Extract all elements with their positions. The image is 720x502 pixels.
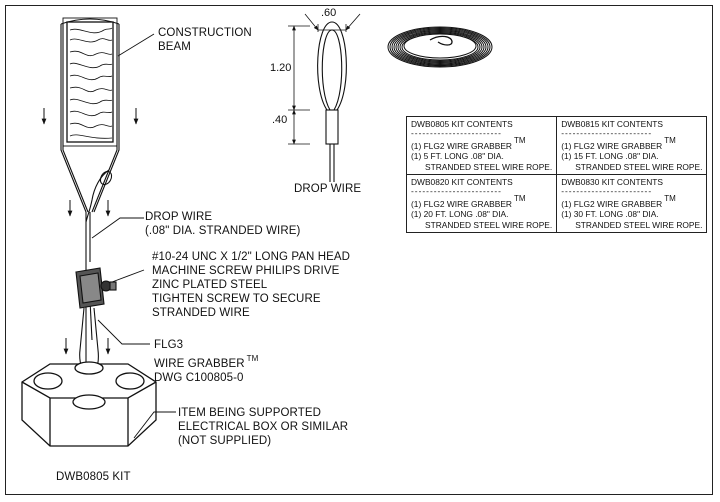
dimension-lines	[288, 13, 361, 145]
electrical-box	[21, 361, 157, 447]
screw-note: #10-24 UNC X 1/2" LONG PAN HEAD MACHINE …	[152, 251, 351, 319]
kit-cell-dwb0830: DWB0830 KIT CONTENTS -------------------…	[556, 174, 708, 233]
drop-wire-detail	[317, 21, 347, 182]
kit-cell-dwb0805: DWB0805 KIT CONTENTS -------------------…	[405, 116, 558, 175]
wire-grabber	[75, 267, 117, 309]
construction-beam	[62, 17, 118, 147]
dimension-loop-length: 1.20	[270, 62, 292, 74]
dimension-width: .60	[321, 7, 337, 19]
drawing-border	[5, 5, 713, 495]
kit-cell-dwb0815: DWB0815 KIT CONTENTS -------------------…	[556, 116, 708, 175]
drop-wire-detail-label: DROP WIRE	[294, 183, 362, 195]
dimension-sleeve-length: .40	[272, 114, 288, 126]
drop-wire-label: DROP WIRE (.08" DIA. STRANDED WIRE)	[145, 211, 301, 237]
leader-lines	[91, 33, 176, 439]
wire-coil	[387, 26, 493, 68]
item-supported-label: ITEM BEING SUPPORTED ELECTRICAL BOX OR S…	[178, 407, 349, 447]
kit-name-label: DWB0805 KIT	[56, 471, 131, 483]
kit-cell-dwb0820: DWB0820 KIT CONTENTS -------------------…	[405, 174, 558, 233]
kit-contents-table: DWB0805 KIT CONTENTS -------------------…	[405, 116, 708, 233]
direction-arrows	[41, 108, 139, 355]
cable-loop	[60, 18, 120, 223]
construction-beam-label: CONSTRUCTION BEAM	[158, 27, 252, 53]
